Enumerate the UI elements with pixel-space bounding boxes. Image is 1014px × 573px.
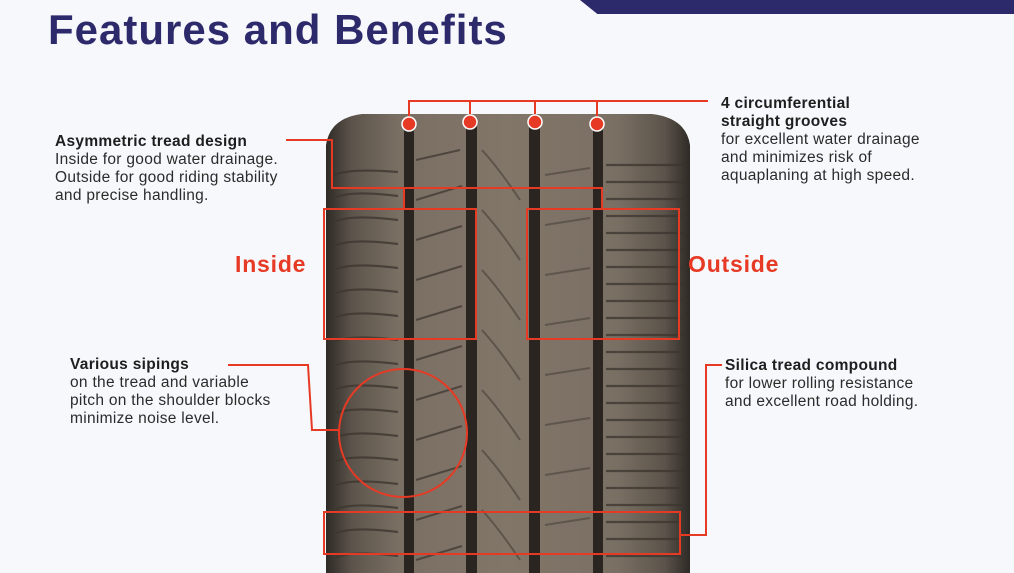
outer-rib-sipes bbox=[544, 167, 591, 526]
red-dot-icon bbox=[589, 116, 605, 132]
callout-line: and precise handling. bbox=[55, 187, 209, 204]
page-title: Features and Benefits bbox=[48, 6, 508, 53]
callout-heading: Silica tread compound bbox=[725, 357, 898, 374]
callout-line: aquaplaning at high speed. bbox=[721, 167, 915, 184]
center-rib-sipes bbox=[481, 149, 521, 561]
callout-silica: Silica tread compound for lower rolling … bbox=[725, 357, 918, 411]
red-dot-icon bbox=[462, 114, 478, 130]
callout-line: Inside for good water drainage. bbox=[55, 151, 278, 168]
circumferential-grooves bbox=[404, 124, 603, 573]
callout-line: minimize noise level. bbox=[70, 410, 220, 427]
callout-grooves: 4 circumferential straight grooves for e… bbox=[721, 95, 920, 185]
inside-label: Inside bbox=[235, 251, 307, 277]
annotation-graphics bbox=[228, 100, 722, 555]
groove-2 bbox=[466, 124, 477, 573]
callout-sipings: Various sipings on the tread and variabl… bbox=[70, 356, 271, 428]
groove-1 bbox=[404, 124, 414, 573]
top-accent-band bbox=[580, 0, 1014, 14]
grooves-leader-line bbox=[408, 100, 708, 122]
callout-heading: straight grooves bbox=[721, 113, 848, 130]
callout-line: and excellent road holding. bbox=[725, 393, 919, 410]
callout-line: pitch on the shoulder blocks bbox=[70, 392, 271, 409]
callout-line: for excellent water drainage bbox=[721, 131, 920, 148]
outer-shoulder-blocks bbox=[606, 163, 684, 558]
tire-tread-image bbox=[326, 114, 690, 573]
silica-highlight-box bbox=[323, 511, 681, 555]
inside-highlight-box bbox=[323, 208, 477, 340]
groove-3 bbox=[529, 124, 540, 573]
callout-asymmetric: Asymmetric tread design Inside for good … bbox=[55, 133, 278, 205]
callout-heading: Asymmetric tread design bbox=[55, 133, 248, 150]
red-dot-icon bbox=[527, 114, 543, 130]
groove-markers bbox=[401, 114, 605, 132]
sipings-leader-line bbox=[228, 364, 340, 431]
callout-line: for lower rolling resistance bbox=[725, 375, 914, 392]
asymmetric-leader-line bbox=[286, 139, 603, 208]
callout-heading: Various sipings bbox=[70, 356, 190, 373]
red-dot-icon bbox=[401, 116, 417, 132]
siping-highlight-circle bbox=[338, 368, 468, 498]
callout-heading: 4 circumferential bbox=[721, 95, 851, 112]
outside-highlight-box bbox=[526, 208, 680, 340]
callout-line: on the tread and variable bbox=[70, 374, 249, 391]
groove-4 bbox=[593, 124, 603, 573]
silica-leader-line bbox=[680, 364, 722, 536]
outside-label: Outside bbox=[688, 251, 780, 277]
callout-line: Outside for good riding stability bbox=[55, 169, 278, 186]
inner-rib-sipes bbox=[415, 149, 463, 561]
callout-line: and minimizes risk of bbox=[721, 149, 873, 166]
